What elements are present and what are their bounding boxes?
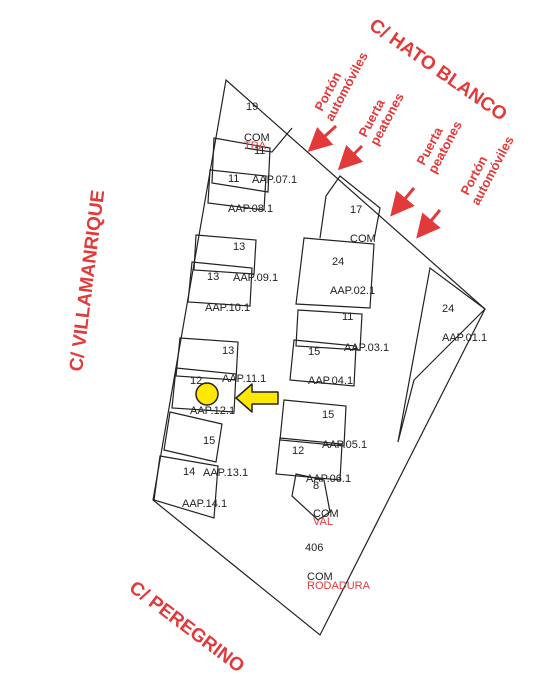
- label-aap08: AAP.08.1: [228, 203, 273, 215]
- label-aap05: AAP.05.1: [322, 439, 367, 451]
- unit-11-top: [211, 137, 271, 193]
- pedestrian-door-label-1: Puerta peatones: [355, 90, 406, 147]
- label-com-right: COM: [350, 233, 376, 245]
- access-arrow-4: [416, 209, 442, 239]
- label-8: 8: [313, 480, 319, 492]
- label-val: VAL: [313, 516, 333, 528]
- unit-14-aap-14: [153, 455, 219, 519]
- unit-15-aap-04: [289, 339, 357, 387]
- label-aap10: AAP.10.1: [205, 302, 250, 314]
- top-corner-building: [244, 127, 293, 153]
- label-11a: 11: [254, 145, 265, 157]
- label-rodadura: RODADURA: [307, 580, 371, 592]
- label-13a: 13: [233, 241, 245, 253]
- pointer-arrow-icon: [235, 383, 279, 413]
- label-com-bottom: COM: [307, 571, 333, 583]
- access-arrow-1: [307, 124, 338, 153]
- label-com-mid: COM: [313, 508, 339, 520]
- unit-aap-08: [207, 169, 267, 211]
- label-aap07: AAP.07.1: [252, 174, 297, 186]
- unit-aap-10: [187, 261, 253, 307]
- unit-12-aap-06: [275, 437, 343, 481]
- car-gate-label-1: Portón automóviles: [311, 49, 370, 123]
- label-406: 406: [305, 542, 323, 554]
- label-17: 17: [350, 204, 362, 216]
- unit-24-aap-01: [397, 266, 486, 443]
- label-12a: 12: [190, 375, 202, 387]
- label-aap02: AAP.02.1: [330, 285, 375, 297]
- label-aap09: AAP.09.1: [233, 272, 278, 284]
- label-19: 19: [246, 101, 258, 113]
- label-11b: 11: [228, 173, 239, 185]
- unit-11-mid: [295, 309, 363, 351]
- street-label-villamanrique: C/ VILLAMANRIQUE: [66, 189, 109, 373]
- unit-15-aap-05: [279, 399, 347, 447]
- label-aap14: AAP.14.1: [182, 498, 227, 510]
- unit-24-aap-02: [295, 237, 375, 309]
- label-com-top: COM: [244, 132, 270, 144]
- unit-13-top: [193, 234, 257, 275]
- label-15b: 15: [322, 409, 334, 421]
- label-13c: 13: [222, 345, 234, 357]
- unit-17-block: [319, 175, 381, 241]
- label-aap13: AAP.13.1: [203, 467, 248, 479]
- label-tra: TRA: [244, 140, 267, 152]
- label-aap12: AAP.12.1: [190, 405, 235, 417]
- label-24a: 24: [332, 256, 344, 268]
- unit-12-aap-12: [171, 367, 237, 413]
- label-12b: 12: [292, 445, 304, 457]
- unit-8-block: [291, 473, 331, 521]
- label-15a: 15: [308, 346, 320, 358]
- car-gate-label-2: Portón automóviles: [457, 133, 516, 207]
- access-arrow-2: [337, 144, 364, 171]
- label-aap01: AAP.01.1: [442, 332, 487, 344]
- label-24b: 24: [442, 303, 454, 315]
- label-aap11: AAP.11.1: [222, 373, 266, 385]
- label-11c: 11: [342, 311, 353, 323]
- access-arrow-3: [390, 187, 416, 217]
- street-label-peregrino: C/ PEREGRINO: [125, 577, 248, 677]
- unit-15-left: [163, 411, 223, 463]
- label-15c: 15: [203, 435, 215, 447]
- label-aap03: AAP.03.1: [344, 342, 389, 354]
- label-aap04: AAP.04.1: [308, 375, 353, 387]
- label-14: 14: [183, 466, 195, 478]
- pedestrian-door-label-2: Puerta peatones: [413, 118, 464, 175]
- label-aap06: AAP.06.1: [306, 473, 351, 485]
- label-13b: 13: [207, 271, 219, 283]
- location-marker-icon: [195, 382, 219, 406]
